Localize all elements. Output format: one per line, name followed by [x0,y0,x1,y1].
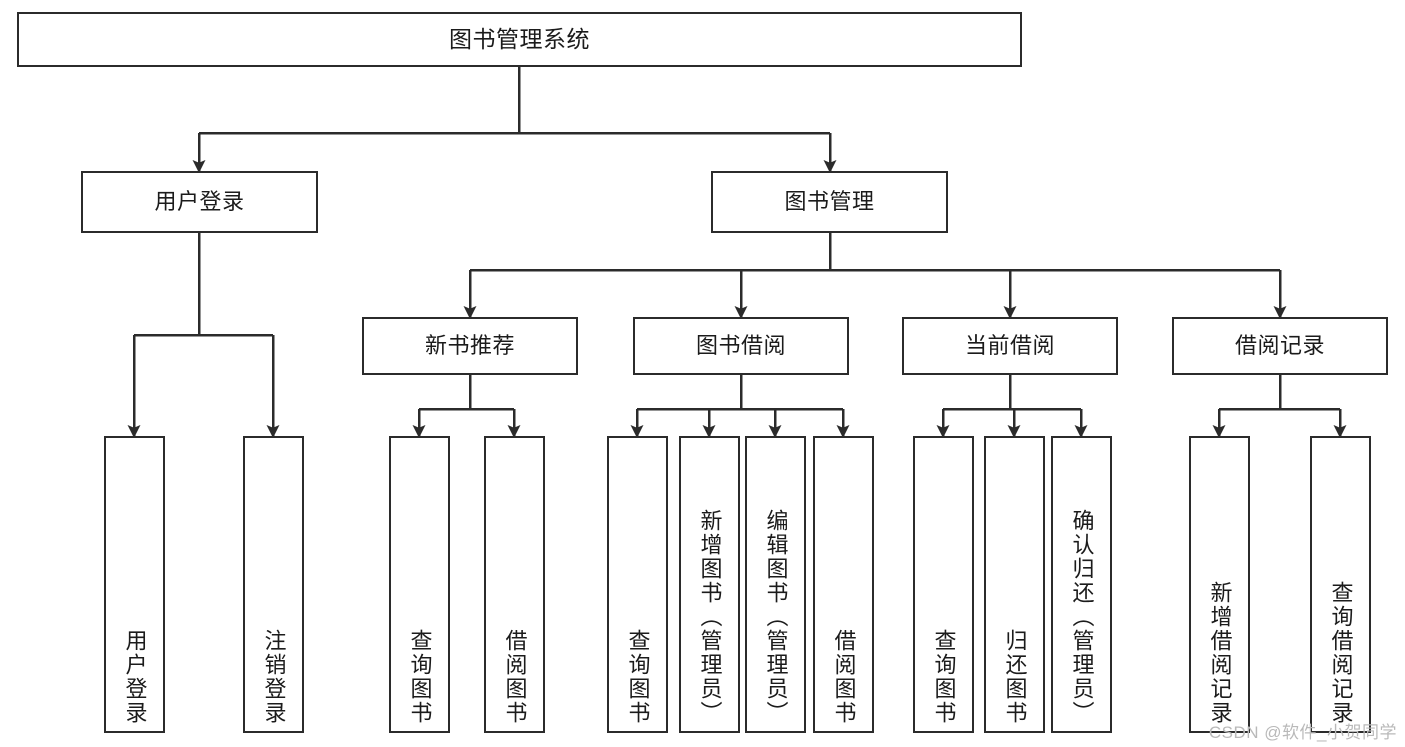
node-label: 图书管理 [784,189,875,215]
node-label: 新增图书（管理员） [697,509,723,725]
node-label: 新增借阅记录 [1207,581,1233,725]
node-label: 用户登录 [122,629,148,725]
node-leaf-br-borrow[interactable]: 借阅图书 [813,436,874,733]
node-label: 查询图书 [931,629,957,725]
node-leaf-rec-add[interactable]: 新增借阅记录 [1189,436,1250,733]
node-label: 借阅图书 [831,629,857,725]
node-l3-newbook[interactable]: 新书推荐 [362,317,578,375]
node-label: 新书推荐 [424,333,515,359]
node-l2-user[interactable]: 用户登录 [81,171,318,233]
node-label: 当前借阅 [964,333,1055,359]
node-label: 确认归还（管理员） [1069,509,1095,725]
node-label: 查询图书 [407,629,433,725]
node-leaf-user-logout[interactable]: 注销登录 [243,436,304,733]
node-label: 注销登录 [261,629,287,725]
node-leaf-rec-query[interactable]: 查询借阅记录 [1310,436,1371,733]
node-leaf-br-add[interactable]: 新增图书（管理员） [679,436,740,733]
node-leaf-cur-confirm[interactable]: 确认归还（管理员） [1051,436,1112,733]
node-leaf-br-query[interactable]: 查询图书 [607,436,668,733]
node-label: 归还图书 [1002,629,1028,725]
node-l3-record[interactable]: 借阅记录 [1172,317,1388,375]
node-label: 查询图书 [625,629,651,725]
node-label: 用户登录 [154,189,245,215]
node-l2-book[interactable]: 图书管理 [711,171,948,233]
node-leaf-user-login[interactable]: 用户登录 [104,436,165,733]
node-leaf-new-borrow[interactable]: 借阅图书 [484,436,545,733]
node-leaf-cur-return[interactable]: 归还图书 [984,436,1045,733]
node-root[interactable]: 图书管理系统 [17,12,1022,67]
node-label: 图书管理系统 [449,26,590,53]
node-leaf-cur-query[interactable]: 查询图书 [913,436,974,733]
node-label: 图书借阅 [695,333,786,359]
node-label: 编辑图书（管理员） [763,509,789,725]
node-l3-borrow[interactable]: 图书借阅 [633,317,849,375]
node-label: 借阅记录 [1234,333,1325,359]
node-l3-current[interactable]: 当前借阅 [902,317,1118,375]
node-leaf-br-edit[interactable]: 编辑图书（管理员） [745,436,806,733]
node-label: 借阅图书 [502,629,528,725]
node-leaf-new-query[interactable]: 查询图书 [389,436,450,733]
node-label: 查询借阅记录 [1328,581,1354,725]
